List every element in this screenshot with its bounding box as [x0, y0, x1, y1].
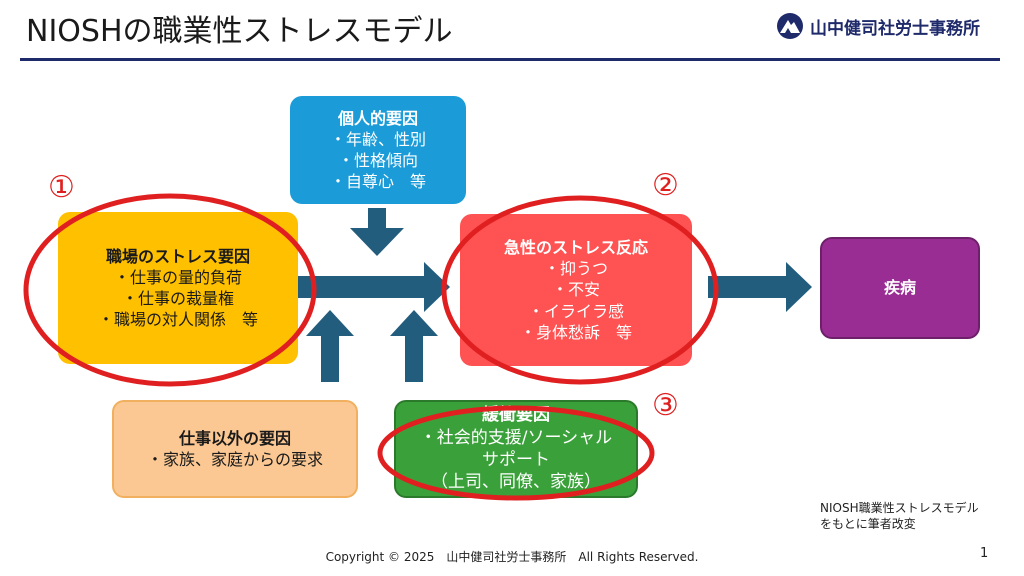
arrow-up-buffer [390, 310, 438, 382]
page-title: NIOSHの職業性ストレスモデル [26, 14, 453, 49]
workplace-stressor-item: ・職場の対人関係 等 [97, 310, 258, 330]
company-logo: 山中健司社労士事務所 [776, 12, 980, 40]
personal-factor-item: ・自尊心 等 [329, 172, 426, 192]
mountain-logo-icon [777, 13, 803, 39]
acute-reaction-item: ・イライラ感 [527, 301, 624, 321]
disease-box: 疾病 [820, 237, 980, 339]
logo-text: 山中健司社労士事務所 [810, 18, 980, 39]
workplace-stressor-item: ・仕事の量的負荷 [113, 267, 242, 287]
highlight-ring-buffer [377, 405, 655, 501]
disease-title: 疾病 [883, 278, 916, 298]
personal-factor-item: ・性格傾向 [337, 151, 418, 170]
workplace-stressor-item: ・仕事の裁量権 [121, 289, 234, 308]
acute-stress-reaction-box: 急性のストレス反応 ・抑うつ ・不安 ・イライラ感 ・身体愁訴 等 [460, 214, 692, 366]
arrow-to-disease [708, 262, 812, 312]
acute-stress-reaction-title: 急性のストレス反応 [503, 238, 648, 258]
buffer-factor-item: （上司、同僚、家族） [431, 472, 601, 493]
buffer-factor-item: サポート [482, 450, 550, 470]
copyright-footer: Copyright © 2025 山中健司社労士事務所 All Rights R… [325, 550, 699, 564]
arrow-up-nonwork [306, 310, 354, 382]
marker-number-three: ③ [652, 388, 679, 423]
acute-reaction-item: ・身体愁訴 等 [519, 322, 632, 342]
source-note-line: NIOSH職業性ストレスモデル [820, 501, 979, 515]
workplace-stressors-box: 職場のストレス要因 ・仕事の量的負荷 ・仕事の裁量権 ・職場の対人関係 等 [58, 212, 298, 364]
arrow-main-right [298, 262, 450, 312]
marker-number-one: ① [48, 170, 75, 205]
personal-factors-title: 個人的要因 [337, 108, 418, 128]
non-work-factors-box: 仕事以外の要因 ・家族、家庭からの要求 [112, 400, 358, 498]
workplace-stressors-title: 職場のストレス要因 [105, 246, 250, 266]
acute-reaction-item: ・抑うつ [543, 259, 608, 279]
highlight-ring-workplace [23, 193, 317, 387]
non-work-factor-item: ・家族、家庭からの要求 [146, 450, 323, 469]
source-note-line: をもとに筆者改変 [820, 517, 916, 532]
personal-factor-item: ・年齢、性別 [329, 129, 426, 149]
highlight-ring-acute [441, 195, 719, 385]
page-number: 1 [980, 546, 989, 561]
personal-factors-box: 個人的要因 ・年齢、性別 ・性格傾向 ・自尊心 等 [290, 96, 466, 204]
source-note: NIOSH職業性ストレスモデル をもとに筆者改変 [820, 500, 979, 532]
arrow-down-personal [350, 208, 404, 256]
title-divider [20, 58, 1000, 61]
acute-reaction-item: ・不安 [551, 280, 600, 300]
non-work-factors-title: 仕事以外の要因 [178, 428, 291, 448]
marker-number-two: ② [652, 168, 679, 203]
buffer-factor-item: ・社会的支援/ソーシャル [419, 427, 613, 448]
